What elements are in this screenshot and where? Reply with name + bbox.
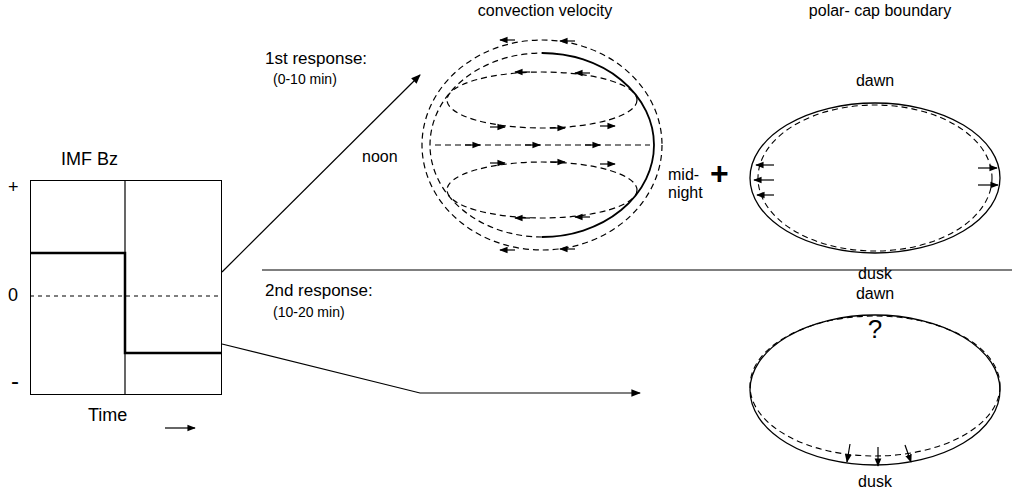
label-text: (0-10 min) xyxy=(273,72,337,87)
lower-flow-cell xyxy=(447,162,637,218)
flow-arrow xyxy=(465,144,480,145)
node-text: IMF Bz xyxy=(61,150,118,170)
dayside-boundary xyxy=(430,53,542,237)
node-outline xyxy=(750,72,1002,284)
label-text: convection velocity xyxy=(478,2,612,20)
node-text: dawn xyxy=(856,72,894,90)
flow-arrow xyxy=(600,125,615,126)
boundary-oval xyxy=(750,315,1000,465)
previous-boundary xyxy=(750,316,1000,456)
label-text: + xyxy=(710,156,729,191)
label-text: 1st response: xyxy=(265,50,367,69)
node-text: dawn xyxy=(856,285,894,303)
boundary-arrow xyxy=(847,444,850,462)
node-outline xyxy=(420,40,675,250)
boundary-arrow xyxy=(756,164,774,165)
label-text: (10-20 min) xyxy=(273,305,345,320)
label-text: Time xyxy=(88,406,127,426)
flow-arrow xyxy=(575,72,590,73)
label-text: 0 xyxy=(8,286,18,306)
boundary-arrow xyxy=(757,194,774,195)
upper-flow-cell xyxy=(447,72,637,128)
flow-arrow xyxy=(515,71,530,72)
flow-arrow xyxy=(585,144,600,145)
flow-arrows xyxy=(465,40,615,250)
node-text: mid- night xyxy=(668,166,710,201)
flow-arrow xyxy=(490,126,505,127)
flow-arrow xyxy=(550,161,565,162)
flow-arrow xyxy=(560,248,575,249)
label-text: 2nd response: xyxy=(265,282,373,301)
boundary-arrow xyxy=(754,179,774,180)
time-arrow xyxy=(165,427,195,428)
flow-arrow xyxy=(525,144,540,145)
divider-line xyxy=(262,269,1012,270)
response-arrow xyxy=(222,75,420,272)
flow-arrow xyxy=(550,127,565,128)
polar-cap-oval: dawn dusk xyxy=(750,72,1002,284)
boundary-arrows xyxy=(754,165,998,466)
convection-pattern: noonmid- night xyxy=(420,40,675,250)
flow-arrow xyxy=(600,163,615,164)
bz-trace xyxy=(30,253,222,353)
flow-arrow xyxy=(575,216,590,217)
central-flow-line xyxy=(435,144,650,145)
node-text: dusk xyxy=(858,265,892,283)
label-text: polar- cap boundary xyxy=(809,2,951,20)
previous-boundary xyxy=(758,105,992,251)
node-outline xyxy=(640,285,1002,495)
boundary-oval xyxy=(750,103,1000,253)
flow-arrow xyxy=(500,249,515,250)
boundary-arrow xyxy=(978,184,998,185)
flow-arrow xyxy=(560,40,575,41)
plot-box: IMF Bz xyxy=(30,180,222,395)
flow-arrow xyxy=(490,162,505,163)
response-arrow xyxy=(222,344,640,393)
boundary-arrow xyxy=(978,167,997,168)
polar-cap-oval: dawn? dusk xyxy=(640,285,1002,495)
outer-flow-line xyxy=(422,40,662,250)
label-text: + xyxy=(8,178,19,198)
flow-lines xyxy=(422,40,662,250)
flow-arrow xyxy=(515,217,530,218)
node-text: noon xyxy=(362,148,398,166)
node-text: ? xyxy=(868,315,882,344)
label-text: - xyxy=(11,368,19,394)
nightside-boundary xyxy=(542,53,654,237)
flow-arrow xyxy=(500,39,515,40)
node-text: dusk xyxy=(858,473,892,491)
